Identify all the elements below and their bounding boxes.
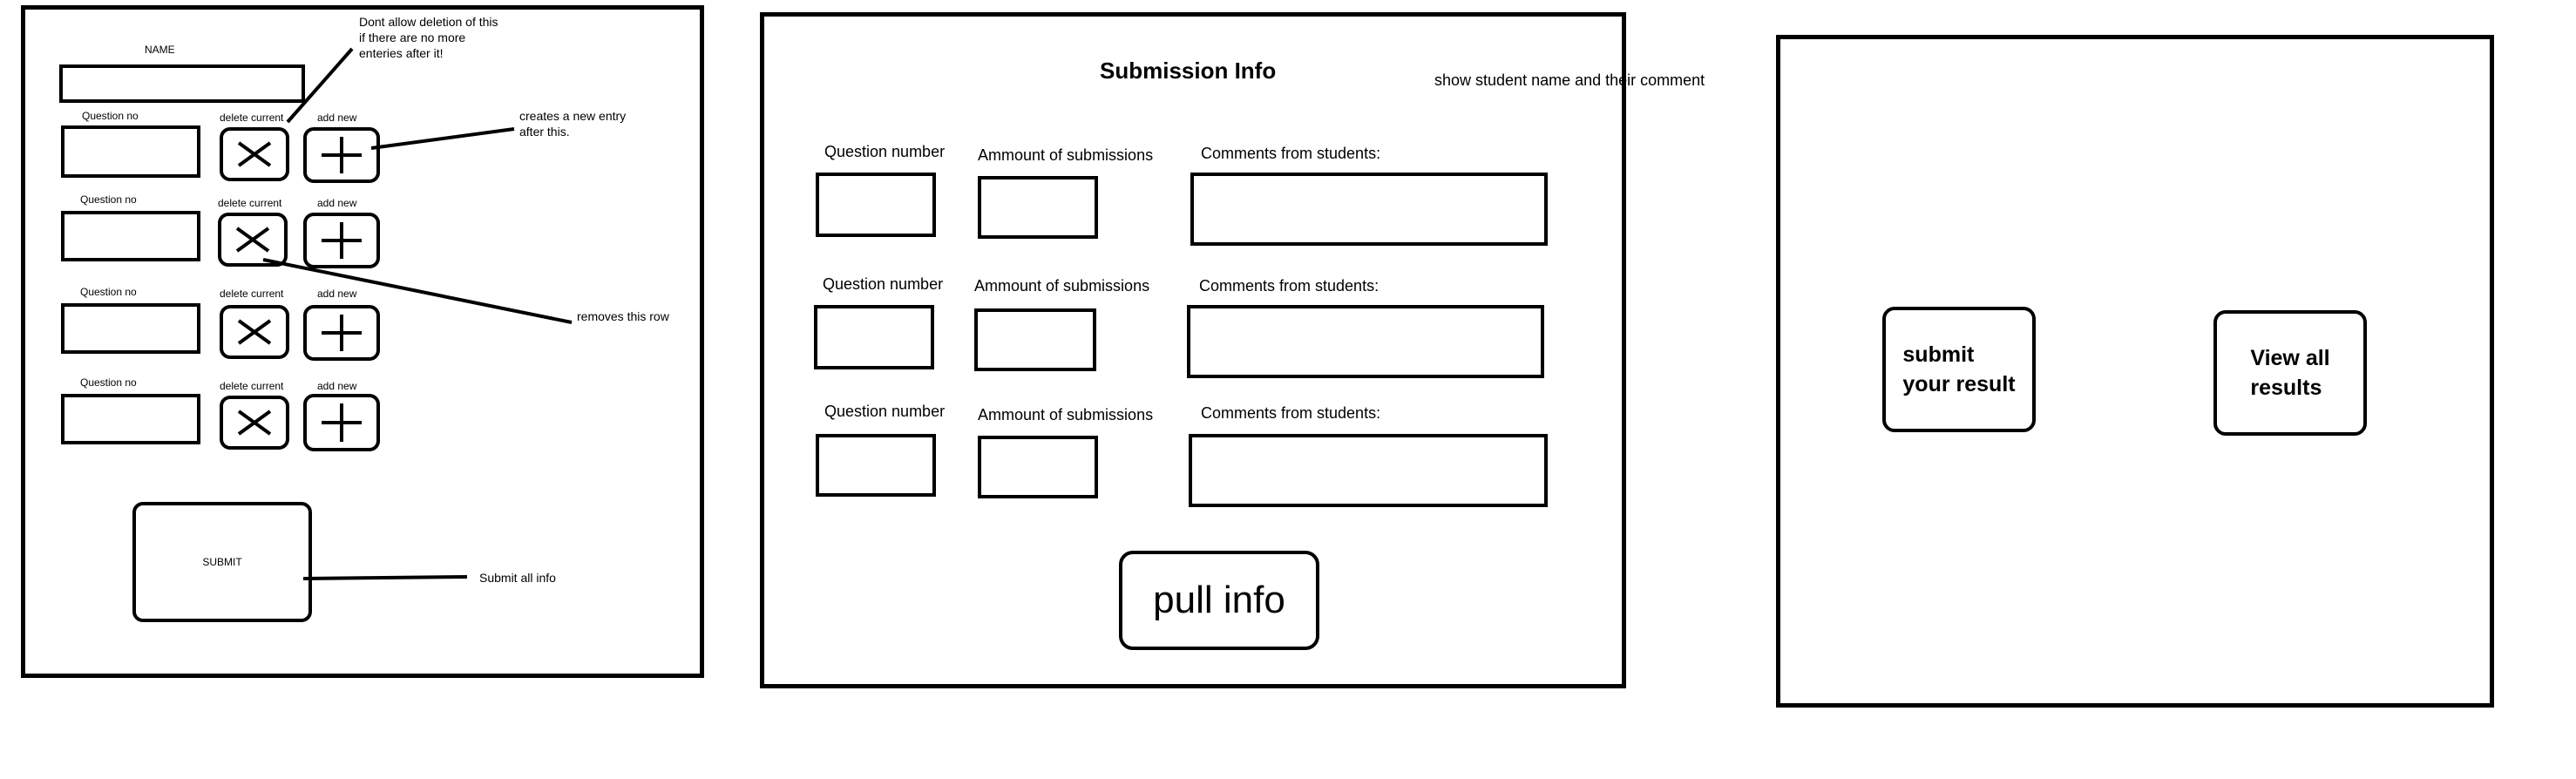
question-number-label: Question number bbox=[823, 275, 944, 293]
question-no-input[interactable] bbox=[61, 125, 200, 178]
add-row-button[interactable] bbox=[303, 213, 380, 268]
delete-row-button[interactable] bbox=[218, 213, 288, 267]
question-number-label: Question number bbox=[824, 143, 946, 160]
comments-label: Comments from students: bbox=[1201, 404, 1381, 422]
submit-button-label: SUBMIT bbox=[202, 556, 242, 568]
amount-field bbox=[974, 308, 1096, 371]
question-no-label: Question no bbox=[80, 286, 137, 298]
submit-button[interactable]: SUBMIT bbox=[132, 502, 312, 622]
removes-row-note: removes this row bbox=[577, 309, 669, 323]
add-new-label: add new bbox=[317, 112, 357, 124]
amount-field bbox=[978, 436, 1098, 498]
plus-icon bbox=[322, 403, 362, 442]
submission-info-title: Submission Info bbox=[1100, 58, 1277, 84]
question-number-field bbox=[816, 434, 936, 497]
no-delete-note: Dont allow deletion of this if there are… bbox=[359, 15, 498, 60]
question-number-field bbox=[816, 173, 936, 237]
x-icon bbox=[237, 319, 272, 345]
delete-current-label: delete current bbox=[218, 197, 282, 209]
delete-current-label: delete current bbox=[220, 112, 284, 124]
comments-field bbox=[1189, 434, 1548, 507]
plus-icon bbox=[322, 137, 362, 173]
add-new-label: add new bbox=[317, 197, 357, 209]
question-no-label: Question no bbox=[82, 110, 139, 122]
name-label: NAME bbox=[145, 44, 175, 56]
amount-field bbox=[978, 176, 1098, 239]
question-no-input[interactable] bbox=[61, 211, 200, 261]
amount-label: Ammount of submissions bbox=[978, 406, 1154, 423]
delete-row-button[interactable] bbox=[220, 396, 289, 450]
submit-result-label: submit your result bbox=[1902, 342, 2016, 396]
add-row-button[interactable] bbox=[303, 127, 380, 183]
question-no-input[interactable] bbox=[61, 303, 200, 354]
x-icon bbox=[237, 410, 272, 436]
amount-label: Ammount of submissions bbox=[978, 146, 1154, 164]
pull-info-label: pull info bbox=[1153, 579, 1285, 621]
add-new-label: add new bbox=[317, 380, 357, 392]
amount-label: Ammount of submissions bbox=[974, 277, 1150, 295]
add-row-button[interactable] bbox=[303, 305, 380, 361]
question-number-field bbox=[814, 305, 934, 369]
name-input[interactable] bbox=[59, 64, 305, 103]
delete-current-label: delete current bbox=[220, 288, 284, 300]
comments-label: Comments from students: bbox=[1199, 277, 1380, 295]
question-number-label: Question number bbox=[824, 403, 946, 420]
x-icon bbox=[237, 141, 272, 167]
question-no-input[interactable] bbox=[61, 394, 200, 444]
delete-row-button[interactable] bbox=[220, 305, 289, 359]
comment-info-note: show student name and their comment bbox=[1434, 71, 1705, 89]
add-row-button[interactable] bbox=[303, 394, 380, 451]
plus-icon bbox=[322, 315, 362, 351]
comments-field bbox=[1190, 173, 1548, 246]
pull-info-button[interactable]: pull info bbox=[1119, 551, 1319, 650]
delete-row-button[interactable] bbox=[220, 127, 289, 181]
view-results-label: View all results bbox=[2250, 346, 2330, 400]
delete-current-label: delete current bbox=[220, 380, 284, 392]
x-icon bbox=[235, 227, 270, 253]
submit-all-note: Submit all info bbox=[479, 571, 556, 585]
comments-label: Comments from students: bbox=[1201, 145, 1381, 162]
submit-result-button[interactable]: submit your result bbox=[1882, 307, 2036, 432]
add-new-label: add new bbox=[317, 288, 357, 300]
creates-entry-note: creates a new entry after this. bbox=[519, 109, 627, 139]
question-no-label: Question no bbox=[80, 193, 137, 206]
view-results-button[interactable]: View all results bbox=[2213, 310, 2367, 436]
comments-field bbox=[1187, 305, 1544, 378]
question-no-label: Question no bbox=[80, 376, 137, 389]
plus-icon bbox=[322, 222, 362, 259]
